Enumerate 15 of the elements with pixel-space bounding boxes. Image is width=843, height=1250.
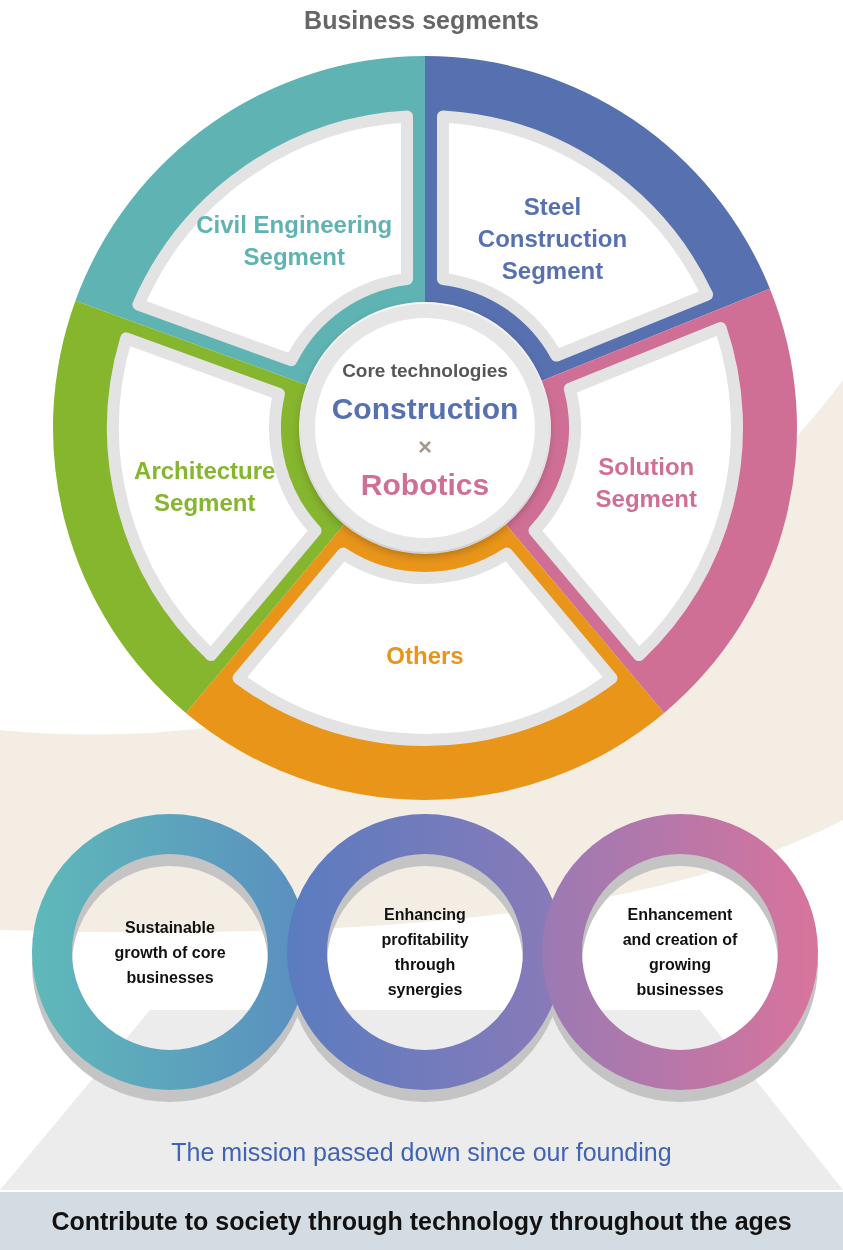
- loop-text: Enhancing profitability through synergies: [360, 902, 490, 1002]
- times-sign: ×: [418, 432, 432, 462]
- core-technology: Construction: [331, 391, 519, 427]
- segment-label: Others: [325, 640, 525, 672]
- loop-text: Enhancement and creation of growing businesses: [615, 902, 745, 1002]
- loop-text: Sustainable growth of core businesses: [105, 914, 235, 990]
- segment-label: Architecture Segment: [104, 455, 305, 519]
- banner-text: Contribute to society through technology throughout the ages: [51, 1206, 792, 1236]
- core-technology: Robotics: [360, 467, 490, 503]
- segment-label: Solution Segment: [546, 451, 747, 516]
- title: Business segments: [303, 6, 540, 35]
- mission-banner: [0, 1192, 843, 1250]
- mission-text: The mission passed down since our founding: [170, 1138, 673, 1167]
- core-heading: Core technologies: [342, 359, 508, 383]
- segment-label: Civil Engineering Segment: [194, 209, 395, 274]
